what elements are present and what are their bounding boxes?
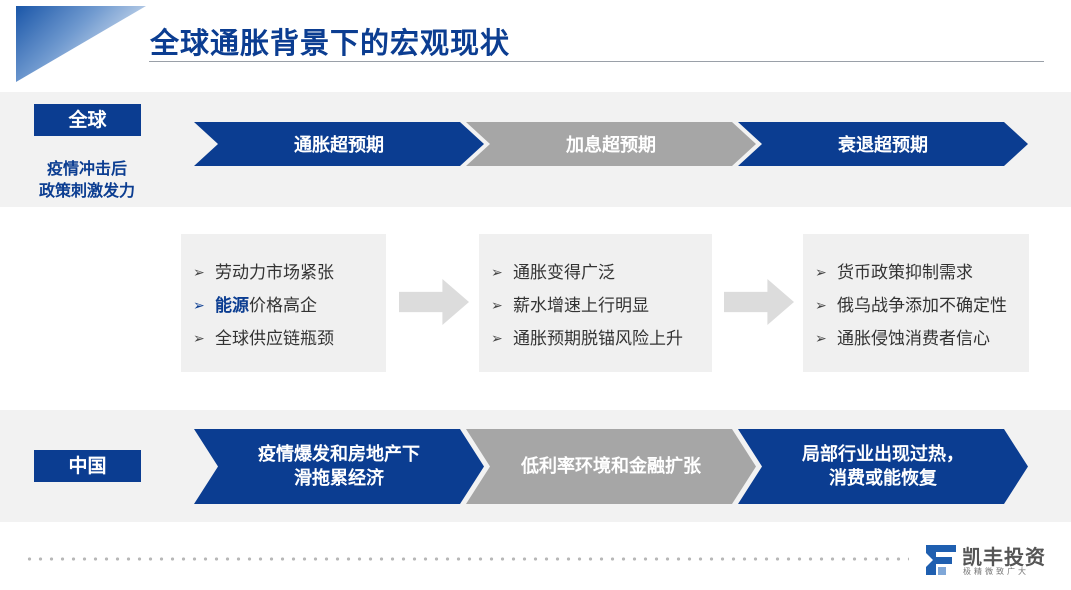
global-stage-recession: 衰退超预期 [738, 122, 1028, 166]
bullet-box-3: ➢货币政策抑制需求 ➢俄乌战争添加不确定性 ➢通胀侵蚀消费者信心 [803, 234, 1029, 372]
dotted-divider [24, 557, 909, 561]
list-item: ➢全球供应链瓶颈 [193, 329, 334, 349]
global-sublabel: 疫情冲击后 政策刺激发力 [20, 158, 154, 202]
list-item: ➢俄乌战争添加不确定性 [815, 296, 1007, 316]
global-stage-rate-hike: 加息超预期 [466, 122, 756, 166]
list-item: ➢劳动力市场紧张 [193, 263, 334, 283]
logo-tagline: 极精微致广大 [963, 567, 1029, 576]
arrow-right-icon [399, 279, 469, 325]
chevron-right-icon: ➢ [815, 331, 827, 347]
chevron-right-icon: ➢ [491, 298, 503, 314]
logo-name: 凯丰投资 [962, 545, 1046, 569]
bullet-box-2: ➢通胀变得广泛 ➢薪水增速上行明显 ➢通胀预期脱锚风险上升 [479, 234, 712, 372]
arrow-right-icon [724, 279, 794, 325]
list-item: ➢货币政策抑制需求 [815, 263, 973, 283]
global-sublabel-line1: 疫情冲击后 [46, 159, 127, 178]
list-item: ➢通胀变得广泛 [491, 263, 615, 283]
list-item: ➢通胀预期脱锚风险上升 [491, 329, 683, 349]
chevron-right-icon: ➢ [491, 265, 503, 281]
list-item: ➢薪水增速上行明显 [491, 296, 649, 316]
chevron-right-icon: ➢ [815, 298, 827, 314]
china-stage-2: 低利率环境和金融扩张 [466, 429, 756, 504]
global-sublabel-line2: 政策刺激发力 [38, 181, 135, 200]
list-item: ➢能源价格高企 [193, 296, 317, 316]
china-stage-1: 疫情爆发和房地产下 滑拖累经济 [194, 429, 484, 504]
chevron-right-icon: ➢ [491, 331, 503, 347]
china-label: 中国 [34, 450, 141, 482]
global-stage-inflation: 通胀超预期 [194, 122, 484, 166]
chevron-right-icon: ➢ [193, 265, 205, 281]
chevron-right-icon: ➢ [193, 331, 205, 347]
corner-decoration [16, 6, 146, 82]
bullet-box-1: ➢劳动力市场紧张 ➢能源价格高企 ➢全球供应链瓶颈 [181, 234, 386, 372]
chevron-right-icon: ➢ [193, 298, 205, 314]
global-label: 全球 [34, 104, 141, 136]
page-title: 全球通胀背景下的宏观现状 [150, 26, 511, 60]
list-item: ➢通胀侵蚀消费者信心 [815, 329, 990, 349]
company-logo-icon [926, 545, 956, 575]
title-divider [149, 61, 1044, 62]
chevron-right-icon: ➢ [815, 265, 827, 281]
highlight-text: 能源 [215, 296, 249, 316]
china-stage-3: 局部行业出现过热， 消费或能恢复 [738, 429, 1028, 504]
